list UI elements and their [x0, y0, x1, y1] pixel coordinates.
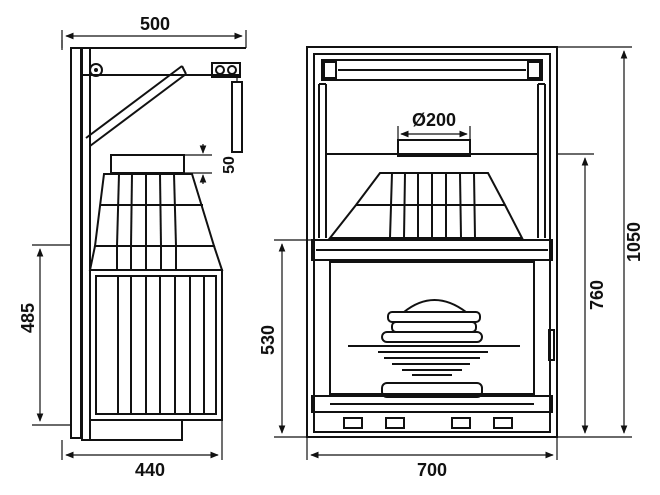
front-base — [311, 395, 553, 413]
dim-front-height-total: 1050 — [624, 222, 644, 262]
front-door-header — [311, 239, 553, 261]
side-rear-frame — [81, 47, 91, 441]
burner-grate — [348, 299, 520, 376]
pulley-wheel-left — [89, 63, 103, 77]
front-flue-collar — [397, 139, 471, 157]
dim-side-height: 485 — [18, 303, 38, 333]
firebox-ribs — [117, 276, 205, 414]
pulley-box-right — [211, 62, 241, 78]
dim-front-height-mid: 760 — [587, 280, 607, 310]
front-feet — [343, 417, 513, 429]
front-hood-ribs — [389, 172, 476, 239]
counterweight — [231, 81, 243, 153]
door-hinge — [548, 329, 555, 361]
front-firebox-opening — [329, 261, 535, 395]
side-firebox — [89, 269, 223, 421]
side-wall-plate — [70, 47, 82, 439]
side-hood — [93, 173, 216, 247]
support-arm-top — [85, 65, 183, 139]
hood-ribs — [116, 173, 177, 247]
front-top-rail — [321, 59, 543, 81]
front-view: Ø200 530 760 1050 700 — [258, 46, 644, 480]
side-view: 500 440 485 50 — [18, 14, 247, 480]
dim-side-width-top: 500 — [140, 14, 170, 34]
dim-front-width: 700 — [417, 460, 447, 480]
flue-collar — [110, 154, 185, 174]
dim-side-width-bottom: 440 — [135, 460, 165, 480]
side-base — [89, 419, 183, 441]
dim-front-height-inner: 530 — [258, 325, 278, 355]
dim-front-diameter: Ø200 — [412, 110, 456, 130]
dim-side-offset: 50 — [221, 156, 238, 174]
front-outer-frame — [306, 46, 558, 438]
